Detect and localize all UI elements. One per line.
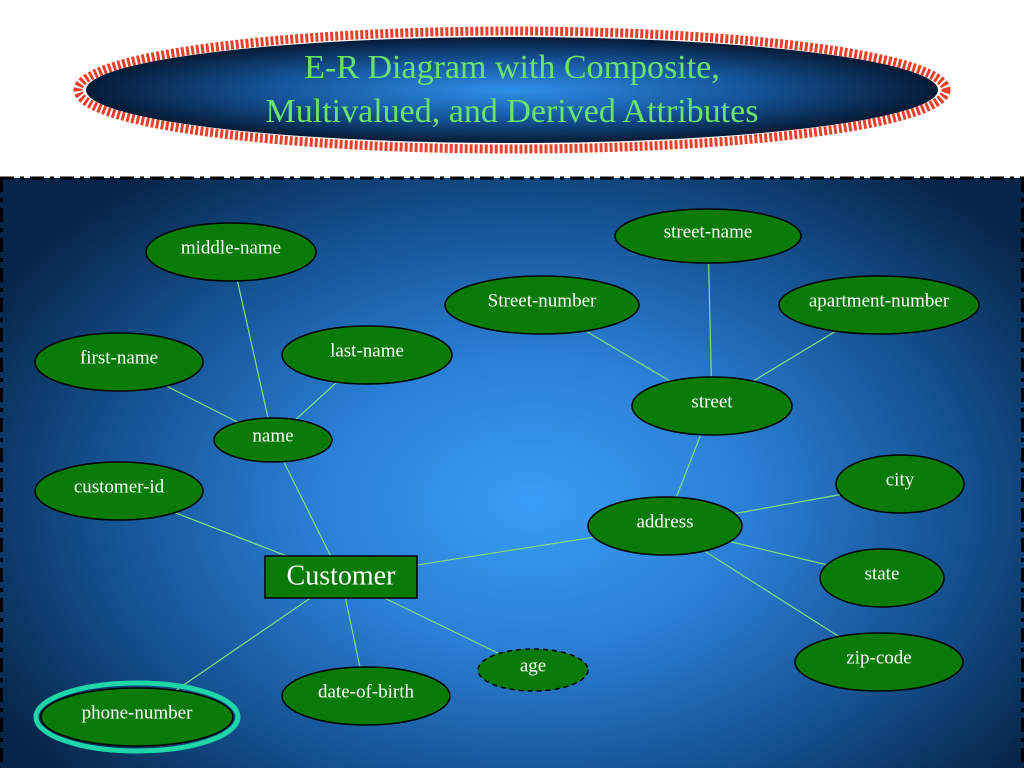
edge-name-to-customer [272, 439, 342, 578]
attribute-oval [587, 496, 743, 556]
attribute-label: Street-number [488, 290, 597, 311]
panel-top-border [0, 176, 1024, 180]
attribute-state: state [819, 548, 945, 608]
attribute-label: first-name [80, 347, 158, 368]
attribute-label: address [637, 511, 694, 532]
entity-box [264, 555, 418, 599]
attribute-address: address [587, 496, 743, 556]
attribute-first-name: first-name [34, 332, 204, 392]
attribute-label: apartment-number [809, 290, 950, 311]
entity-customer: Customer [264, 555, 418, 599]
attribute-oval [281, 325, 453, 385]
multivalued-ring [33, 680, 241, 754]
attribute-oval [819, 548, 945, 608]
attribute-oval [213, 417, 333, 463]
nodes-layer: middle-name first-name last-name name custom… [33, 208, 980, 754]
attribute-oval [794, 632, 964, 692]
attribute-oval [778, 275, 980, 335]
attribute-phone-number: phone-number [33, 680, 241, 754]
attribute-oval [34, 332, 204, 392]
attribute-label: city [886, 469, 915, 490]
attribute-label: street [691, 391, 733, 412]
page-title: E-R Diagram with Composite, Multivalued,… [72, 26, 952, 154]
attribute-label: zip-code [846, 647, 911, 668]
attribute-oval [444, 275, 640, 335]
attribute-oval [34, 461, 204, 521]
attribute-name: name [213, 417, 333, 463]
attribute-label: phone-number [82, 702, 193, 723]
attribute-age: age [477, 648, 589, 692]
attribute-label: street-name [664, 221, 753, 242]
attribute-label: middle-name [181, 237, 281, 258]
attribute-last-name: last-name [281, 325, 453, 385]
attribute-oval [835, 454, 965, 514]
attribute-label: date-of-birth [318, 681, 415, 702]
attribute-label: age [520, 655, 546, 676]
attribute-oval [614, 208, 802, 264]
attribute-oval [40, 687, 234, 747]
attribute-street: street [631, 376, 793, 436]
panel-left-border [0, 178, 3, 768]
attribute-label: name [252, 425, 293, 446]
er-diagram: middle-name first-name last-name name custom… [33, 208, 980, 754]
title-oval [73, 26, 951, 154]
title-line-1: E-R Diagram with Composite, [304, 49, 720, 86]
attribute-zip-code: zip-code [794, 632, 964, 692]
attribute-oval [145, 222, 317, 282]
entity-label: Customer [287, 560, 397, 591]
attribute-apartment-number: apartment-number [778, 275, 980, 335]
edge-middle-name-to-name [230, 251, 274, 441]
attribute-middle-name: middle-name [145, 222, 317, 282]
attribute-label: customer-id [74, 476, 165, 497]
attribute-oval [477, 648, 589, 692]
attribute-street-name: street-name [614, 208, 802, 264]
attribute-city: city [835, 454, 965, 514]
attribute-label: state [865, 563, 900, 584]
panel-right-border [1021, 178, 1024, 768]
attribute-label: last-name [330, 340, 404, 361]
title-banner: E-R Diagram with Composite, Multivalued,… [72, 26, 952, 154]
attribute-customer-id: customer-id [34, 461, 204, 521]
title-line-2: Multivalued, and Derived Attributes [265, 93, 759, 130]
attribute-street-number: Street-number [444, 275, 640, 335]
attribute-oval [281, 666, 451, 726]
attribute-oval [631, 376, 793, 436]
attribute-date-of-birth: date-of-birth [281, 666, 451, 726]
